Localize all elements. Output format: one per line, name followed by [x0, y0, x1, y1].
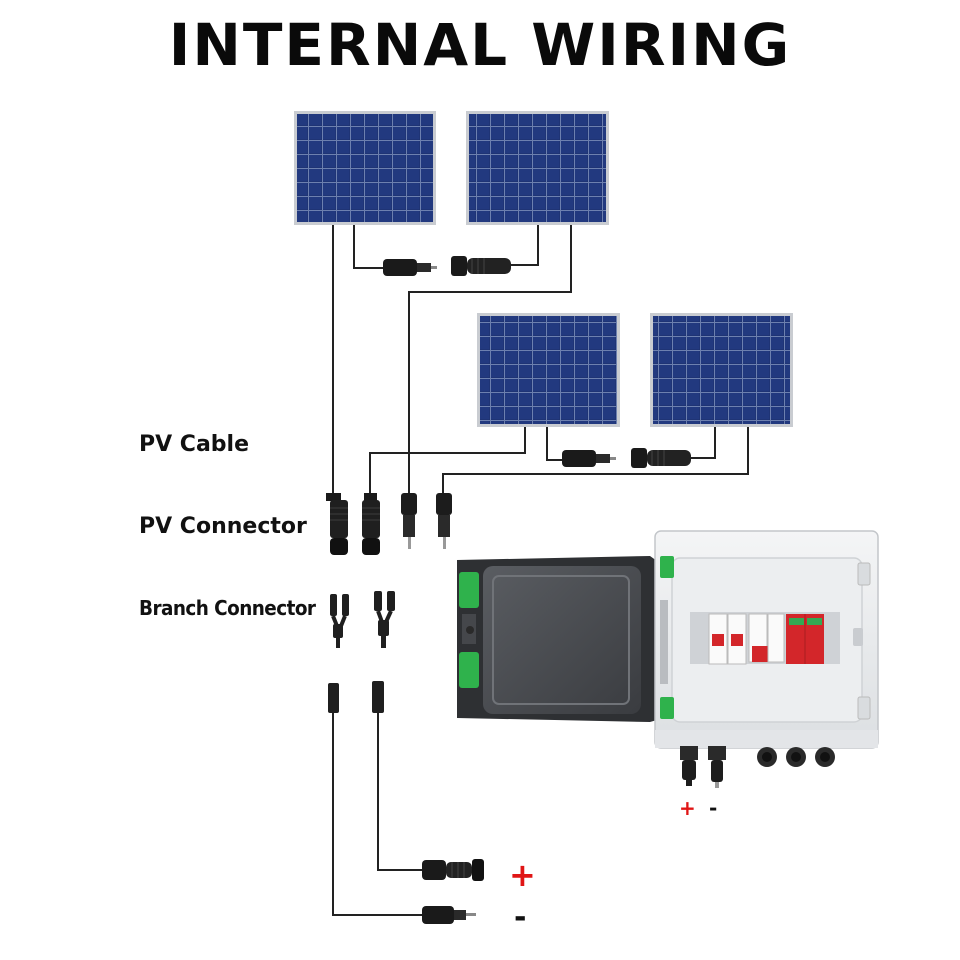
pv-connector-2 [362, 493, 380, 555]
mc4-pair-top [383, 256, 511, 276]
output-negative-sign: - [514, 900, 527, 935]
output-positive-connector [422, 859, 484, 881]
pv-connector-1 [326, 493, 348, 555]
pv-connector-3 [401, 493, 417, 549]
combiner-door [457, 556, 664, 722]
solar-panel-4 [650, 313, 793, 427]
page-title: INTERNAL WIRING [168, 11, 792, 79]
pv-cables [332, 225, 749, 916]
output-positive-sign: + [509, 856, 536, 894]
cable-glands [757, 747, 835, 767]
mc4-pair-bottom [562, 448, 691, 468]
combiner-outlet-positive [680, 746, 698, 786]
branch-connector-label: Branch Connector [139, 596, 316, 620]
pv-connector-4 [436, 493, 452, 549]
solar-panel-2 [466, 111, 609, 225]
solar-panel-1 [294, 111, 436, 225]
combiner-positive-sign: + [679, 796, 696, 820]
solar-panel-3 [477, 313, 620, 427]
dc-breaker-1 [708, 613, 728, 665]
combiner-housing [654, 530, 879, 749]
output-connector-top-2 [372, 681, 384, 713]
output-connector-top-1 [328, 683, 339, 713]
combiner-outlet-negative [708, 746, 726, 788]
output-negative-connector [422, 906, 476, 924]
dc-breaker-3 [767, 613, 785, 663]
pv-cable-label: PV Cable [139, 432, 250, 457]
combiner-box [457, 530, 879, 788]
branch-connector-1 [330, 594, 349, 648]
dc-breaker-2 [727, 613, 747, 665]
branch-connector-2 [374, 591, 395, 648]
surge-protector [786, 614, 824, 664]
combiner-negative-sign: - [709, 796, 718, 820]
pv-connector-label: PV Connector [139, 514, 307, 539]
